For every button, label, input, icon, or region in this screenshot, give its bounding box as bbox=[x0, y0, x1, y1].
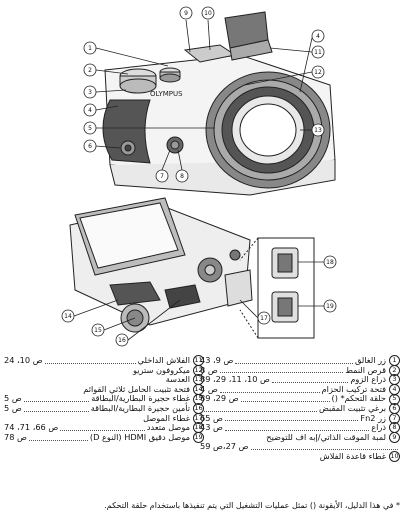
svg-text:14: 14 bbox=[64, 313, 72, 320]
svg-text:6: 6 bbox=[88, 143, 92, 150]
legend-item-continued: ص 27،ص 59 bbox=[200, 442, 400, 452]
svg-text:10: 10 bbox=[204, 10, 212, 17]
svg-text:8: 8 bbox=[180, 173, 184, 180]
svg-text:5: 5 bbox=[88, 125, 92, 132]
svg-text:18: 18 bbox=[326, 259, 334, 266]
brand-text: OLYMPUS bbox=[150, 90, 183, 98]
footnote-mark: * bbox=[396, 501, 400, 510]
svg-text:2: 2 bbox=[88, 67, 92, 74]
svg-text:1: 1 bbox=[88, 45, 92, 52]
svg-text:12: 12 bbox=[314, 69, 322, 76]
bottom-callouts bbox=[61, 255, 337, 347]
svg-text:9: 9 bbox=[184, 10, 188, 17]
svg-text:19: 19 bbox=[326, 303, 334, 310]
svg-text:11: 11 bbox=[314, 49, 322, 56]
svg-text:3: 3 bbox=[88, 89, 92, 96]
camera-front-drawing bbox=[102, 11, 336, 196]
svg-text:4: 4 bbox=[316, 33, 320, 40]
svg-text:4: 4 bbox=[88, 107, 92, 114]
footnote-text: في هذا الدليل، الأيقونة () تمثل عمليات ا… bbox=[104, 501, 394, 510]
top-callouts bbox=[83, 6, 325, 183]
svg-text:7: 7 bbox=[160, 173, 164, 180]
svg-text:13: 13 bbox=[314, 127, 322, 134]
svg-text:17: 17 bbox=[260, 315, 268, 322]
svg-text:16: 16 bbox=[118, 337, 126, 344]
footnote: * في هذا الدليل، الأيقونة () تمثل عمليات… bbox=[4, 501, 400, 510]
camera-rear-drawing bbox=[69, 197, 253, 333]
svg-text:15: 15 bbox=[94, 327, 102, 334]
